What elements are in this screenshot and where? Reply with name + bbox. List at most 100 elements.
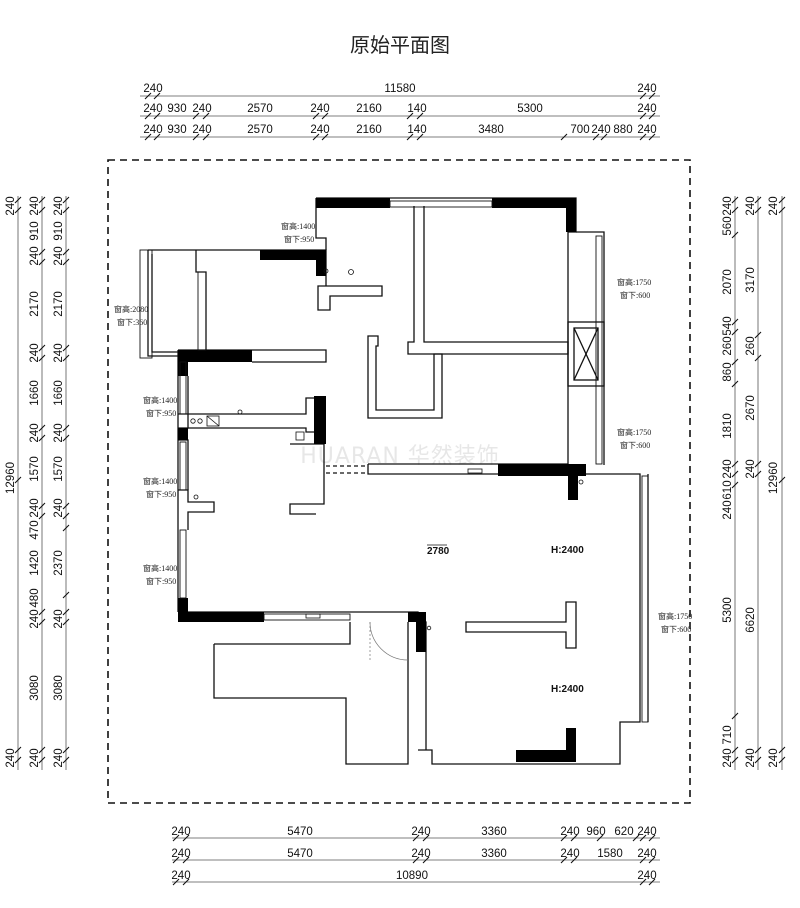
dimension-tick xyxy=(14,476,22,484)
dim-label: 5470 xyxy=(287,826,313,838)
dimension-tick xyxy=(754,460,762,468)
dimension-tick xyxy=(202,112,210,120)
dim-label: 240 xyxy=(53,609,65,628)
dimension-tick xyxy=(38,608,46,616)
dimension-tick xyxy=(600,133,608,141)
dimension-tick xyxy=(731,380,739,388)
dimension-tick xyxy=(62,424,70,432)
dimension-tick xyxy=(754,746,762,754)
dimension-tick xyxy=(596,834,604,842)
dimension-tick xyxy=(38,502,46,510)
dim-label: 860 xyxy=(722,362,734,381)
dimension-tick xyxy=(639,856,647,864)
dim-label: 240 xyxy=(722,196,734,215)
dim-label: 240 xyxy=(53,498,65,517)
dimension-tick xyxy=(312,133,320,141)
dimension-tick xyxy=(182,834,190,842)
dimension-tick xyxy=(38,746,46,754)
dim-label: 3360 xyxy=(481,826,507,838)
dimension-tick xyxy=(62,344,70,352)
dimension-tick xyxy=(778,746,786,754)
dimension-tick xyxy=(778,206,786,214)
dimension-tick xyxy=(731,460,739,468)
door-swing xyxy=(369,621,409,661)
dim-label: 880 xyxy=(613,124,632,136)
dim-label: 12960 xyxy=(768,462,780,494)
dimension-tick xyxy=(422,834,430,842)
dim-label: 710 xyxy=(722,725,734,744)
dim-label: 240 xyxy=(745,196,757,215)
dimension-tick xyxy=(560,133,568,141)
dim-label: 140 xyxy=(407,124,426,136)
dim-label: 240 xyxy=(29,246,41,265)
windows xyxy=(139,200,649,723)
dimension-tick xyxy=(38,618,46,626)
dimension-tick xyxy=(731,318,739,326)
dim-label: 2070 xyxy=(722,269,734,295)
dim-label: 2670 xyxy=(745,395,757,421)
dim-label: 240 xyxy=(310,103,329,115)
dim-label: 240 xyxy=(53,246,65,265)
dimension-tick xyxy=(38,434,46,442)
dimension-tick xyxy=(778,196,786,204)
solid-walls xyxy=(178,198,586,762)
dim-label: 3360 xyxy=(481,848,507,860)
dimension-tick xyxy=(172,878,180,886)
dim-label: 1570 xyxy=(29,456,41,482)
dimension-tick xyxy=(172,834,180,842)
dimension-tick xyxy=(560,856,568,864)
dim-label: 240 xyxy=(722,459,734,478)
dimension-tick xyxy=(639,878,647,886)
dim-label: 260 xyxy=(745,336,757,355)
dimension-tick xyxy=(14,206,22,214)
dimension-tick xyxy=(62,502,70,510)
window-note: 窗下:360 xyxy=(117,317,147,327)
window-note: 窗高:1400 xyxy=(143,563,177,573)
dim-label: 240 xyxy=(192,124,211,136)
window-note: 窗下:600 xyxy=(620,440,650,450)
fixtures xyxy=(190,268,584,631)
dim-label: 240 xyxy=(29,609,41,628)
dim-label: 2160 xyxy=(356,103,382,115)
dim-label: 910 xyxy=(29,221,41,240)
site-boundary xyxy=(107,159,691,804)
dimension-tick xyxy=(639,112,647,120)
left-dimensions: 240 910 240 2170 240 1660 240 1570 240 4… xyxy=(5,196,65,767)
dimension-tick xyxy=(648,834,656,842)
dimension-tick xyxy=(192,133,200,141)
dim-label: 960 xyxy=(586,826,605,838)
dimension-tick xyxy=(38,424,46,432)
dimension-tick xyxy=(62,434,70,442)
dim-label: 930 xyxy=(167,103,186,115)
dim-label: 240 xyxy=(5,748,17,767)
dimension-tick xyxy=(731,470,739,478)
dim-label: 140 xyxy=(407,103,426,115)
dimension-tick xyxy=(144,112,152,120)
window-note: 窗高:1750 xyxy=(617,277,651,287)
ceiling-height-label: H:2400 xyxy=(551,545,584,556)
dimension-tick xyxy=(312,112,320,120)
shaft-x-box xyxy=(567,321,605,387)
window-note: 窗高:2080 xyxy=(114,304,148,314)
dimension-tick xyxy=(38,258,46,266)
dim-label: 260 xyxy=(722,336,734,355)
dim-label: 240 xyxy=(192,103,211,115)
dimension-tick xyxy=(14,196,22,204)
dimension-tick xyxy=(38,196,46,204)
dim-label: 240 xyxy=(53,343,65,362)
dimension-tick xyxy=(648,856,656,864)
dimension-tick xyxy=(731,328,739,336)
dim-label: 1660 xyxy=(29,380,41,406)
dimension-tick xyxy=(406,112,414,120)
dimension-tick xyxy=(321,133,329,141)
dim-label: 240 xyxy=(560,826,579,838)
top-dimensions: 240 11580 240 240 930 240 2570 240 2160 … xyxy=(143,83,656,136)
dim-label: 240 xyxy=(591,124,610,136)
dim-label: 560 xyxy=(722,216,734,235)
window-note: 窗下:950 xyxy=(146,489,176,499)
dim-label: 240 xyxy=(745,459,757,478)
dim-label: 240 xyxy=(637,826,656,838)
dimension-tick xyxy=(144,92,152,100)
dim-label: 240 xyxy=(143,83,162,95)
dimension-tick xyxy=(731,358,739,366)
